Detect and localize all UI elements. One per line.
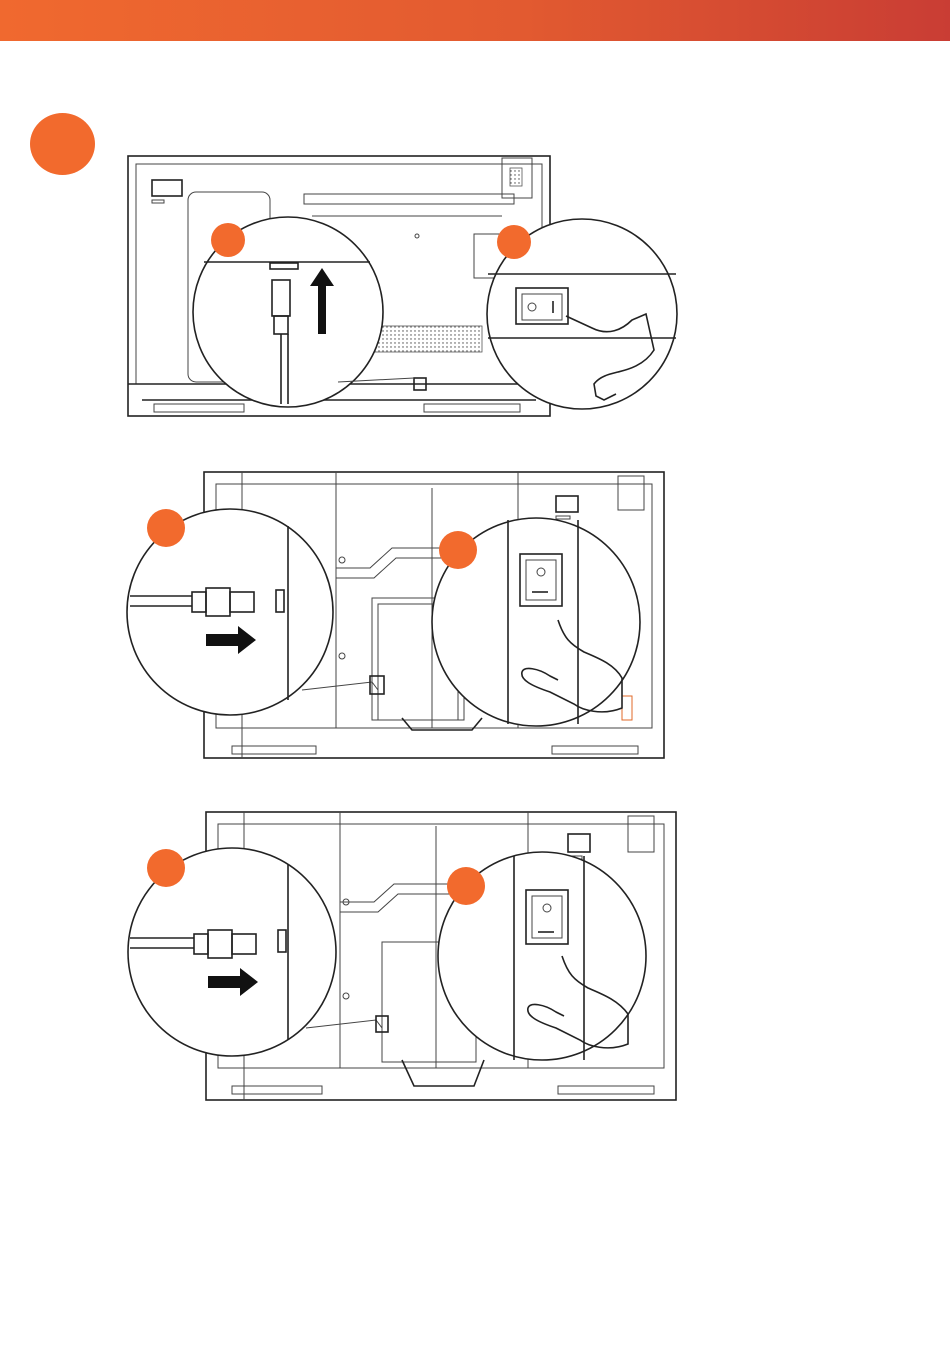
- header-accent-bar: [0, 0, 950, 41]
- callout-badge: [439, 531, 477, 569]
- power-cable-callout: [127, 509, 333, 715]
- power-switch-callout: [438, 852, 646, 1060]
- power-cable-callout: [193, 217, 383, 407]
- figure-landscape-back-view: [122, 150, 682, 418]
- power-switch-callout: [432, 518, 640, 726]
- callout-badge: [147, 849, 185, 887]
- callout-badge: [447, 867, 485, 905]
- figure-back-view-variant-a: [122, 468, 674, 760]
- power-switch-callout: [487, 219, 677, 409]
- step-badge: [30, 113, 95, 175]
- callout-badge: [147, 509, 185, 547]
- callout-badge: [497, 225, 531, 259]
- power-cable-callout: [128, 848, 336, 1056]
- figure-back-view-variant-b: [122, 806, 682, 1102]
- callout-badge: [211, 223, 245, 257]
